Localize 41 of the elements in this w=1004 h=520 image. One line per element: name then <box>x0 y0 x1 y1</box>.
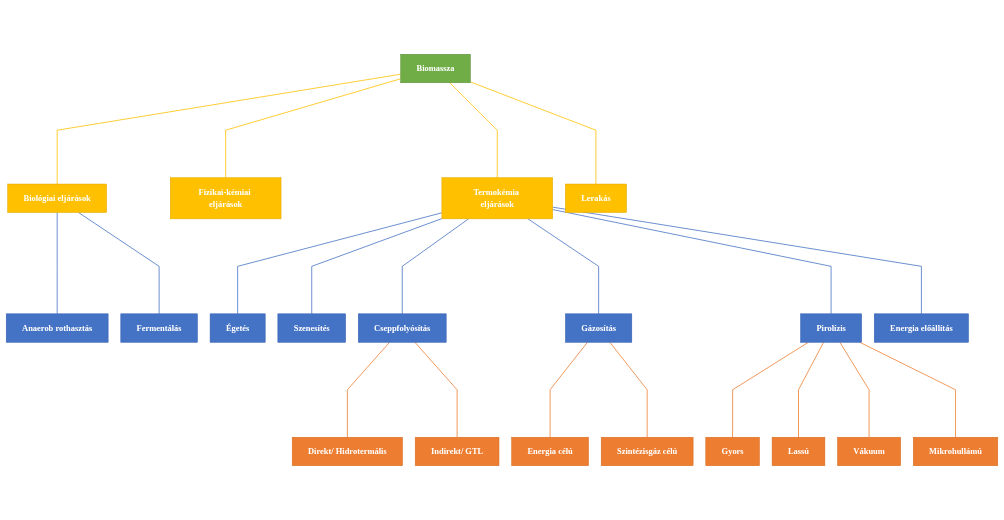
connector <box>225 78 402 179</box>
node-box: Indirekt/ GTL <box>414 437 500 466</box>
connector <box>549 341 588 438</box>
node-box: Fizikai-kémiai eljárások <box>170 177 282 220</box>
connector <box>859 341 956 438</box>
connector <box>798 341 824 438</box>
connector <box>401 218 469 315</box>
node-box: Energia célú <box>511 437 589 466</box>
connector <box>527 218 600 315</box>
connector <box>56 73 402 185</box>
connector <box>839 341 870 438</box>
connector <box>469 81 597 185</box>
node-box: Gázosítás <box>565 313 633 343</box>
connector <box>609 341 648 438</box>
connector <box>56 212 58 315</box>
connector <box>449 82 498 179</box>
connector <box>78 212 160 315</box>
connector <box>414 341 458 438</box>
node-box: Energia előállítás <box>874 313 969 343</box>
node-box: Cseppfolyósítás <box>358 313 447 343</box>
connector <box>311 218 443 315</box>
connector <box>552 206 922 315</box>
node-box: Biológiai eljárások <box>7 183 107 213</box>
connector <box>552 209 832 315</box>
node-box: Mikrohullámú <box>913 437 999 466</box>
connector <box>346 341 390 438</box>
connector <box>732 341 809 438</box>
node-box: Direkt/ Hidrotermális <box>291 437 403 466</box>
node-box: Termokémia eljárások <box>441 177 553 220</box>
node-box: Gyors <box>705 437 760 466</box>
node-box: Lerakás <box>565 183 627 213</box>
node-box: Pirolízis <box>800 313 862 343</box>
node-box: Vákuum <box>837 437 901 466</box>
node-box: Lassú <box>771 437 826 466</box>
node-box: Biomassza <box>400 54 471 83</box>
node-box: Fermentálás <box>120 313 198 343</box>
node-box: Anaerob rothasztás <box>5 313 109 343</box>
node-box: Szintézisgáz célú <box>600 437 694 466</box>
connector <box>237 212 443 315</box>
node-box: Szenesítés <box>277 313 346 343</box>
node-box: Égetés <box>209 313 266 343</box>
